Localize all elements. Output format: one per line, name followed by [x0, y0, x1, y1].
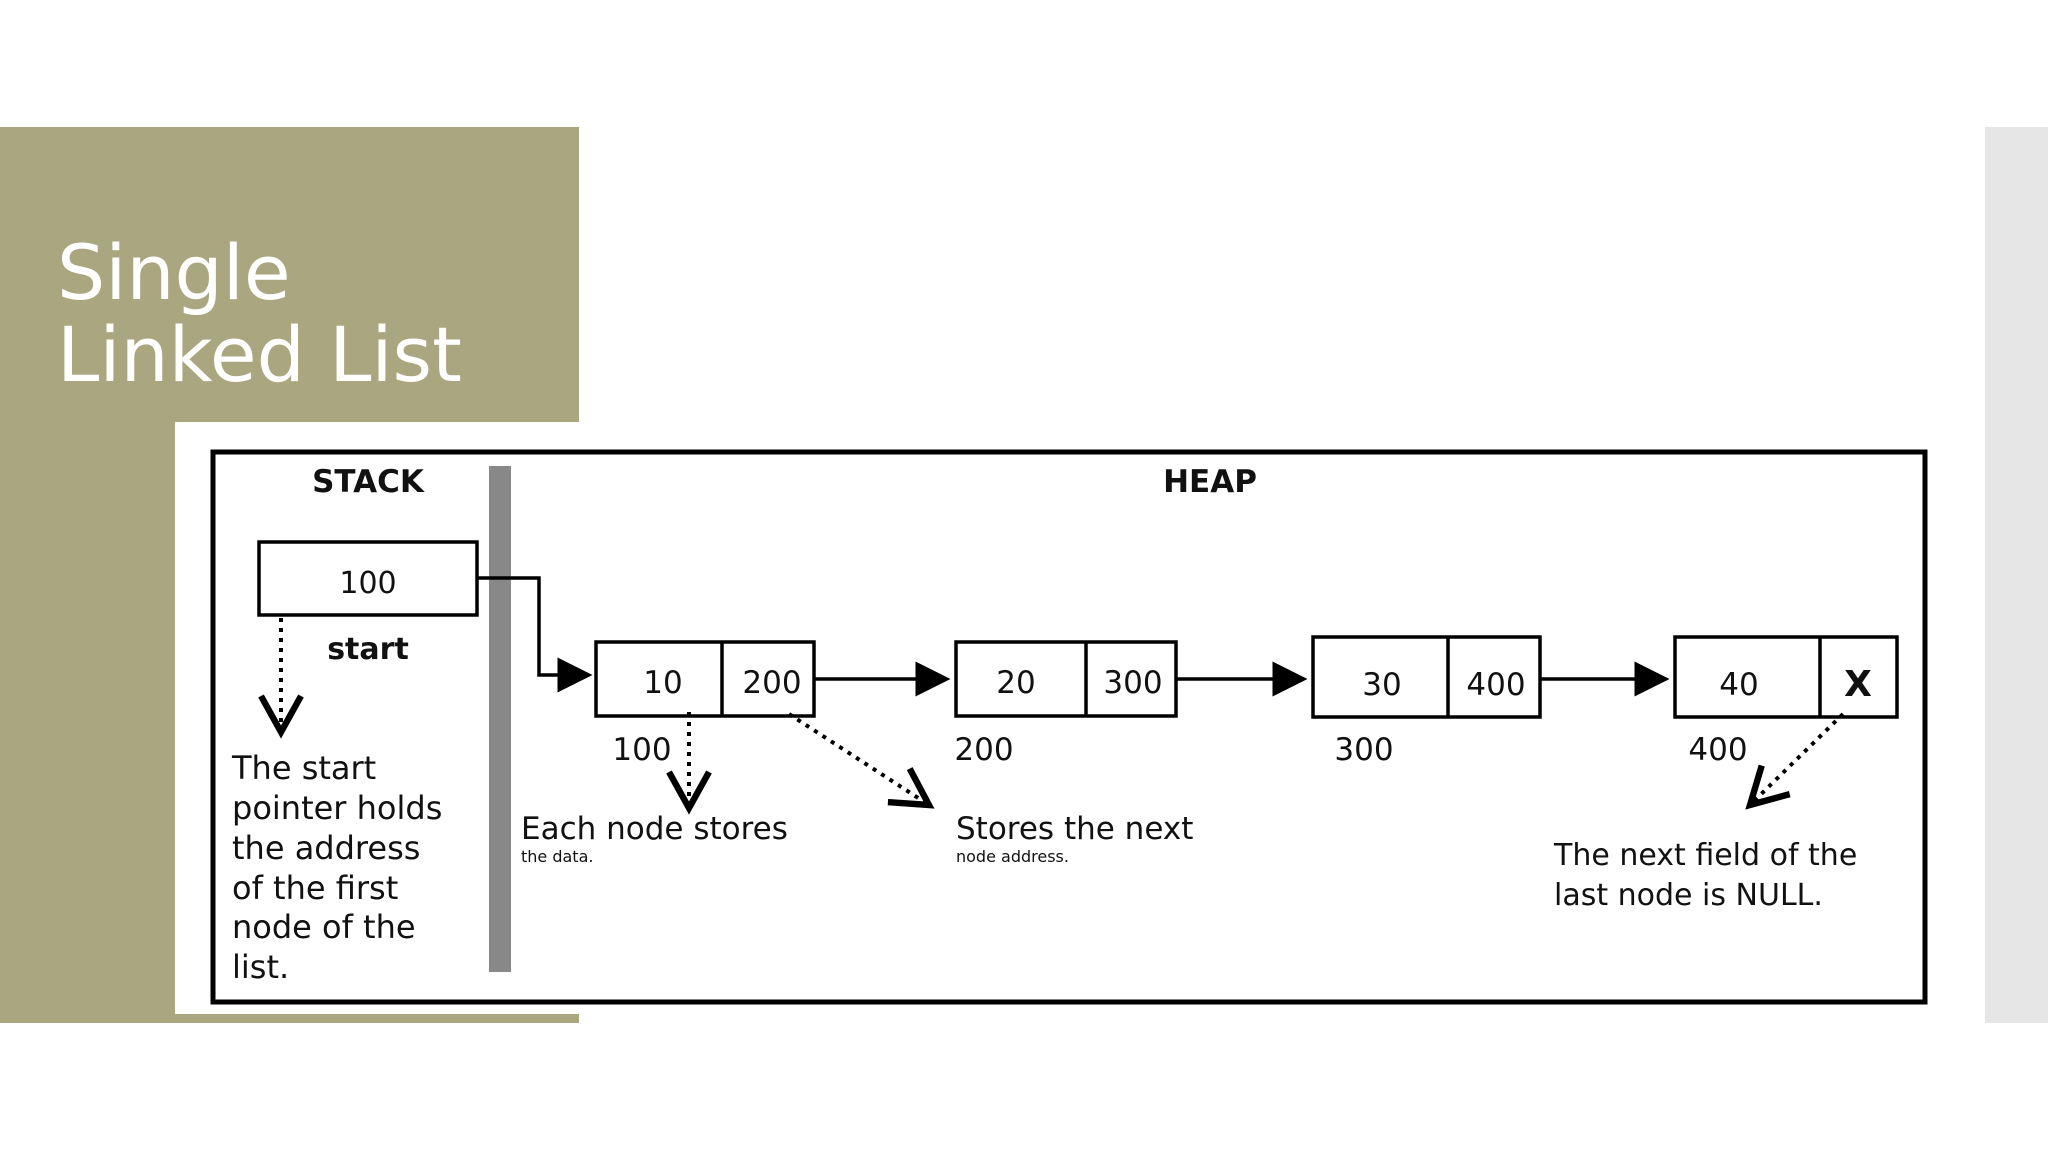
node-4-address: 400: [1688, 732, 1747, 768]
data-note: Each node stores: [521, 811, 788, 847]
node-3: 30 400 300: [1311, 635, 1542, 768]
next-note-sub: node address.: [956, 847, 1069, 866]
start-note-line: list.: [232, 948, 289, 986]
heap-label: HEAP: [1163, 464, 1257, 500]
node-1-data: 10: [643, 665, 682, 701]
start-note-line: of the first: [232, 869, 398, 907]
start-to-node1-arrow: [477, 576, 593, 693]
start-note: The start pointer holds the address of t…: [231, 749, 442, 986]
node-2-address: 200: [954, 732, 1013, 768]
diagram-card: STACK HEAP 100 start The start pointer h…: [175, 422, 1935, 1014]
start-note-line: node of the: [232, 908, 416, 946]
linked-list-diagram: STACK HEAP 100 start The start pointer h…: [210, 449, 1928, 1005]
null-marker: X: [1844, 664, 1872, 705]
diagram-frame: [210, 449, 1928, 1005]
node-3-box: [1311, 635, 1542, 719]
start-note-line: the address: [232, 829, 420, 867]
slide-title: Single Linked List: [57, 228, 462, 399]
start-pointer-box: [257, 540, 479, 617]
next-note-dotted-arrow: [787, 712, 935, 809]
node-4: 40 X 400: [1673, 635, 1899, 768]
node-1-address: 100: [612, 732, 671, 768]
start-note-line: pointer holds: [232, 789, 442, 827]
null-note-line: The next field of the: [1553, 838, 1857, 873]
node-3-next: 400: [1466, 667, 1525, 703]
node-1-next: 200: [742, 665, 801, 701]
start-note-line: The start: [231, 749, 376, 787]
node-1: 10 200 100: [594, 640, 816, 768]
start-label: start: [327, 632, 409, 667]
node-2: 20 300 200: [954, 640, 1178, 768]
stack-label: STACK: [312, 464, 425, 500]
data-note-sub: the data.: [521, 847, 593, 866]
right-side-strip: [1985, 127, 2048, 1023]
node-2-data: 20: [996, 665, 1035, 701]
null-note-dotted-arrow: [1745, 712, 1845, 810]
node-2-next: 300: [1103, 665, 1162, 701]
node-3-data: 30: [1362, 667, 1401, 703]
node-1-box: [594, 640, 816, 718]
null-note-line: last node is NULL.: [1554, 878, 1823, 913]
next-note: Stores the next: [956, 811, 1193, 847]
start-pointer-value: 100: [339, 566, 396, 601]
stack-heap-divider: [489, 466, 511, 972]
node-4-box: [1673, 635, 1899, 719]
node-4-data: 40: [1719, 667, 1758, 703]
node-3-address: 300: [1334, 732, 1393, 768]
